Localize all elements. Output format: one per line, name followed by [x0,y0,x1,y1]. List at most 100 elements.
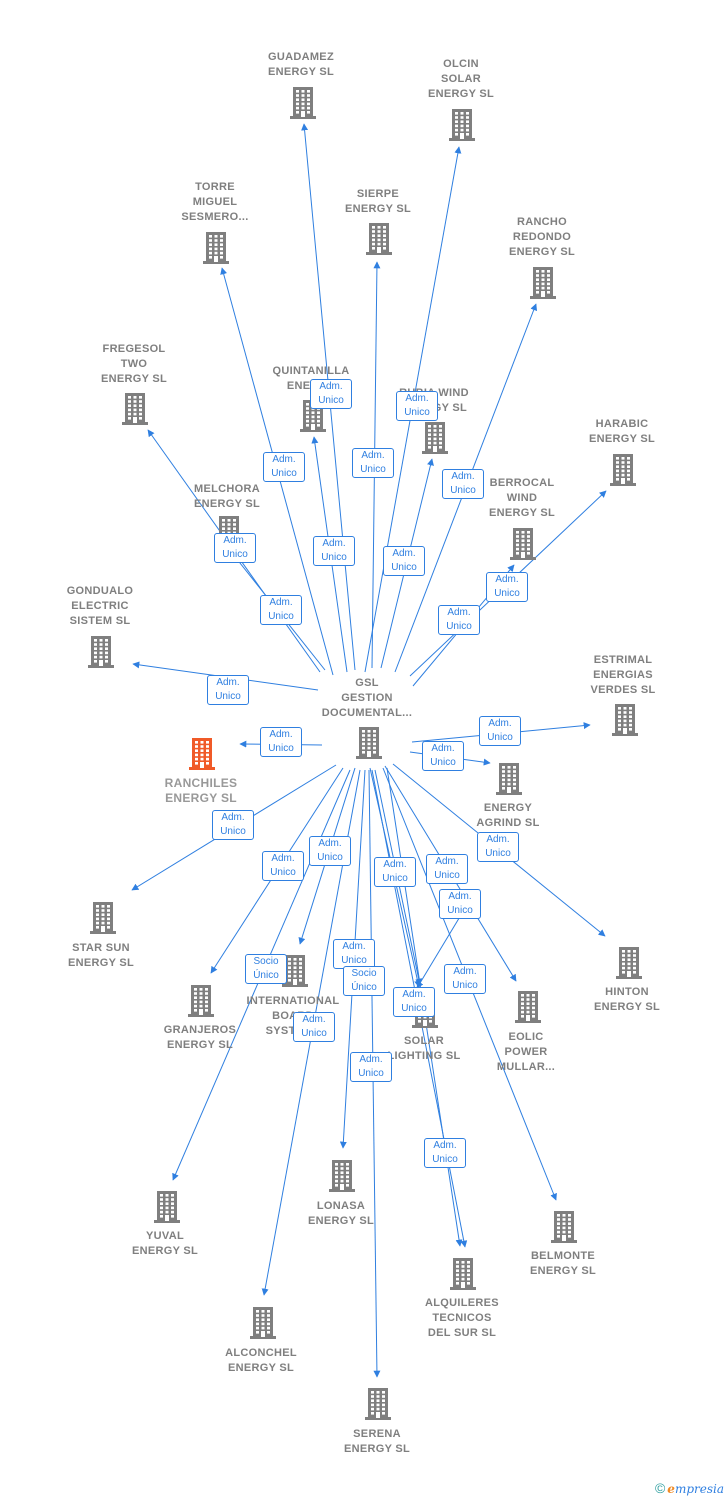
building-icon[interactable] [515,989,541,1028]
building-icon[interactable] [366,221,392,260]
company-node-ranchiles[interactable]: RANCHILES ENERGY SL [136,776,266,806]
company-node-lonasa[interactable]: LONASA ENERGY SL [276,1199,406,1229]
company-name[interactable]: ALQUILERES TECNICOS DEL SUR SL [425,1297,499,1339]
relation-label: Adm. Unico [212,810,254,840]
building-icon[interactable] [329,1158,355,1197]
relation-label: Adm. Unico [333,939,375,969]
company-name[interactable]: GONDUALO ELECTRIC SISTEM SL [66,585,134,627]
building-icon[interactable] [250,1305,276,1344]
relation-label: Adm. Unico [263,452,305,482]
company-name[interactable]: GRANJEROS ENERGY SL [163,1024,237,1051]
relation-label: Adm. Unico [310,379,352,409]
company-node-eolic[interactable]: EOLIC POWER MULLAR... [461,1030,591,1075]
company-node-berrocal[interactable]: BERROCAL WIND ENERGY SL [457,476,587,521]
company-node-yuval[interactable]: YUVAL ENERGY SL [100,1229,230,1259]
relation-label: Adm. Unico [260,727,302,757]
relation-label: Adm. Unico [207,675,249,705]
company-name[interactable]: YUVAL ENERGY SL [131,1230,199,1257]
company-name[interactable]: RANCHILES ENERGY SL [164,776,238,805]
building-icon[interactable] [496,761,522,800]
company-name[interactable]: EOLIC POWER MULLAR... [496,1031,556,1073]
company-name[interactable]: BELMONTE ENERGY SL [529,1250,597,1277]
building-icon[interactable] [610,452,636,491]
building-icon[interactable] [422,420,448,459]
company-node-gonduado[interactable]: GONDUALO ELECTRIC SISTEM SL [35,584,165,629]
company-name[interactable]: GUADAMEZ ENERGY SL [267,51,335,78]
company-node-harabic[interactable]: HARABIC ENERGY SL [557,417,687,447]
building-icon[interactable] [282,953,308,992]
building-icon[interactable] [88,634,114,673]
company-name[interactable]: MELCHORA ENERGY SL [193,483,261,510]
company-name[interactable]: SIERPE ENERGY SL [344,188,412,215]
building-icon[interactable] [449,107,475,146]
building-icon[interactable] [188,983,214,1022]
company-node-sierpe[interactable]: SIERPE ENERGY SL [313,187,443,217]
relation-label: Adm. Unico [486,572,528,602]
company-node-fregesol[interactable]: FREGESOL TWO ENERGY SL [69,342,199,387]
company-name[interactable]: TORRE MIGUEL SESMERO... [181,181,249,223]
building-icon[interactable] [612,702,638,741]
relation-label: Adm. Unico [396,391,438,421]
relation-label: Adm. Unico [426,854,468,884]
relation-label: Adm. Unico [442,469,484,499]
relation-label: Adm. Unico [439,889,481,919]
building-icon[interactable] [90,900,116,939]
company-node-granjeros[interactable]: GRANJEROS ENERGY SL [135,1023,265,1053]
relation-label: Adm. Unico [293,1012,335,1042]
company-name[interactable]: ESTRIMAL ENERGIAS VERDES SL [590,654,656,696]
company-name[interactable]: HINTON ENERGY SL [593,986,661,1013]
company-node-rancho[interactable]: RANCHO REDONDO ENERGY SL [477,215,607,260]
building-icon[interactable] [122,391,148,430]
building-icon[interactable] [356,725,382,764]
company-node-starsun[interactable]: STAR SUN ENERGY SL [36,941,166,971]
company-name[interactable]: RANCHO REDONDO ENERGY SL [508,216,576,258]
relation-label: Adm. Unico [309,836,351,866]
building-icon[interactable] [551,1209,577,1248]
company-name[interactable]: OLCIN SOLAR ENERGY SL [427,58,495,100]
company-name[interactable]: BERROCAL WIND ENERGY SL [488,477,556,519]
company-node-belmonte[interactable]: BELMONTE ENERGY SL [498,1249,628,1279]
building-icon[interactable] [189,736,215,775]
company-node-olcin[interactable]: OLCIN SOLAR ENERGY SL [396,57,526,102]
company-node-torre[interactable]: TORRE MIGUEL SESMERO... [150,180,280,225]
company-node-estrimal[interactable]: ESTRIMAL ENERGIAS VERDES SL [558,653,688,698]
company-name[interactable]: HARABIC ENERGY SL [588,418,656,445]
relation-label: Adm. Unico [444,964,486,994]
company-node-alconchel[interactable]: ALCONCHEL ENERGY SL [196,1346,326,1376]
company-name[interactable]: GSL GESTION DOCUMENTAL... [321,677,413,719]
building-icon[interactable] [530,265,556,304]
company-node-hinton[interactable]: HINTON ENERGY SL [562,985,692,1015]
company-node-guadamez[interactable]: GUADAMEZ ENERGY SL [236,50,366,80]
building-icon[interactable] [616,945,642,984]
relation-label: Socio Único [245,954,287,984]
company-node-serena[interactable]: SERENA ENERGY SL [312,1427,442,1457]
building-icon[interactable] [290,85,316,124]
company-name[interactable]: LONASA ENERGY SL [307,1200,375,1227]
relation-label: Adm. Unico [352,448,394,478]
company-name[interactable]: ENERGY AGRIND SL [476,802,540,829]
company-name[interactable]: SOLAR LIGHTING SL [387,1035,461,1062]
company-node-melchora[interactable]: MELCHORA ENERGY SL [162,482,292,512]
brand-footer: ©empresia [655,1480,724,1496]
building-icon[interactable] [450,1256,476,1295]
relation-label: Adm. Unico [383,546,425,576]
company-node-alquileres[interactable]: ALQUILERES TECNICOS DEL SUR SL [397,1296,527,1341]
company-node-gsl[interactable]: GSL GESTION DOCUMENTAL... [302,676,432,721]
company-node-solar[interactable]: SOLAR LIGHTING SL [359,1034,489,1064]
relation-label: Socio Único [343,966,385,996]
company-name[interactable]: FREGESOL TWO ENERGY SL [100,343,168,385]
building-icon[interactable] [365,1386,391,1425]
company-name[interactable]: STAR SUN ENERGY SL [67,942,135,969]
company-node-agrind[interactable]: ENERGY AGRIND SL [443,801,573,831]
relation-label: Adm. Unico [350,1052,392,1082]
brand-mark-rest: mpresia [674,1482,724,1496]
building-icon[interactable] [154,1189,180,1228]
relation-label: Adm. Unico [393,987,435,1017]
relation-label: Adm. Unico [374,857,416,887]
relation-label: Adm. Unico [260,595,302,625]
building-icon[interactable] [203,230,229,269]
building-icon[interactable] [510,526,536,565]
company-name[interactable]: ALCONCHEL ENERGY SL [225,1347,297,1374]
company-name[interactable]: SERENA ENERGY SL [343,1428,411,1455]
relation-label: Adm. Unico [313,536,355,566]
